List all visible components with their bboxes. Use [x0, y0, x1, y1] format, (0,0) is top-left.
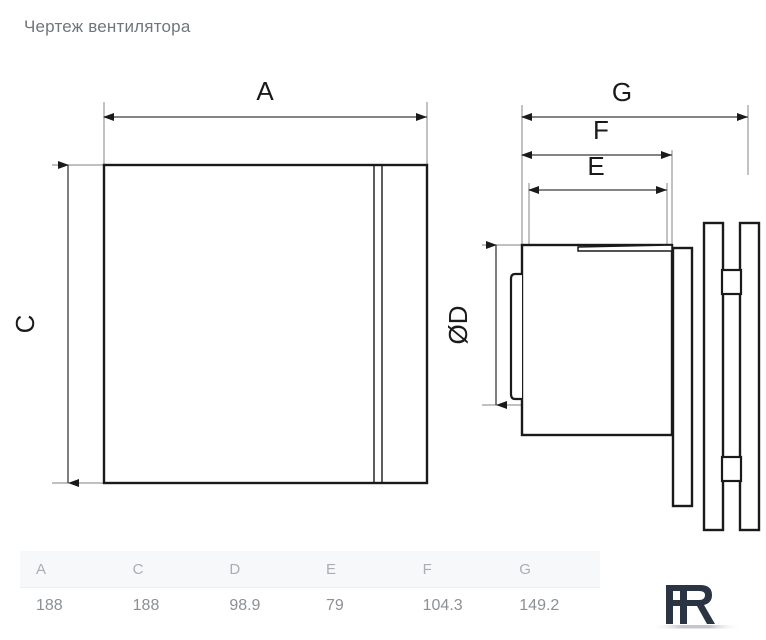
- spec-value-g: 149.2: [519, 597, 560, 614]
- spec-value-e: 79: [325, 597, 344, 614]
- logo-letter-f: [666, 585, 692, 624]
- spec-value-a: 188: [36, 597, 63, 614]
- dimension-label-a: A: [256, 76, 274, 106]
- fr-monogram-icon: [650, 585, 742, 629]
- spec-header-e: E: [309, 551, 407, 588]
- spec-value-c: 188: [132, 597, 160, 614]
- side-view-group: G F E ØD: [443, 77, 761, 532]
- logo-letter-r: [680, 585, 715, 624]
- front-panel-outline: [102, 163, 429, 485]
- dimension-label-e: E: [587, 151, 604, 181]
- technical-drawing: A C G F: [0, 55, 766, 535]
- drawing-canvas: A C G F: [10, 76, 761, 532]
- spec-header-f: F: [406, 551, 504, 588]
- specification-table: A C D E F G 188 188 98.9 79 104.3 149.2: [20, 551, 600, 624]
- spec-value-d: 98.9: [229, 597, 261, 614]
- mounting-plate-3: [738, 221, 761, 532]
- spec-value-f: 104.3: [422, 597, 463, 614]
- side-body-outline: [520, 243, 674, 437]
- table-row: 188 188 98.9 79 104.3 149.2: [20, 588, 600, 625]
- dimension-label-g: G: [612, 77, 632, 107]
- spec-table-header-row: A C D E F G: [20, 551, 600, 588]
- spec-header-g: G: [503, 551, 600, 588]
- spec-header-d: D: [213, 551, 310, 588]
- page-title: Чертеж вентилятора: [24, 17, 191, 36]
- mounting-plate-2: [702, 221, 725, 532]
- spec-table-head: A C D E F G: [20, 551, 600, 588]
- plate-connector-upper: [720, 268, 743, 296]
- front-view-group: A C: [10, 76, 429, 487]
- logo-baseline: [650, 625, 742, 629]
- side-body-left-tab: [509, 272, 522, 401]
- dimension-label-d: ØD: [443, 306, 473, 345]
- brand-logo: [648, 572, 744, 634]
- spec-header-c: C: [116, 551, 214, 588]
- dimension-label-c: C: [10, 315, 40, 334]
- plate-connector-lower: [720, 455, 743, 483]
- spec-table-body: 188 188 98.9 79 104.3 149.2: [20, 588, 600, 625]
- mounting-plate-1: [671, 246, 694, 508]
- dimension-label-f: F: [593, 115, 609, 145]
- spec-header-a: A: [20, 551, 117, 588]
